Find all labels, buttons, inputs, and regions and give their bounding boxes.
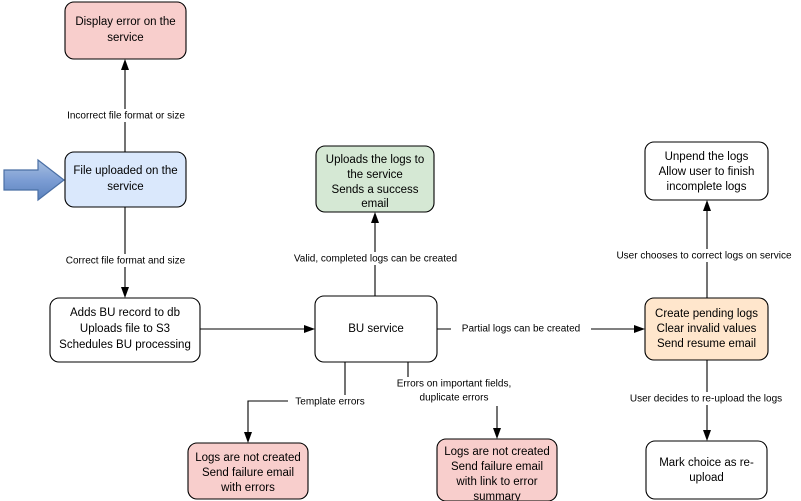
edge-adds-to-bu-service <box>200 325 315 333</box>
arrow-head-icon <box>121 287 129 298</box>
label-template-errors: Template errors <box>288 395 372 408</box>
label-errors-important: Errors on important fields, duplicate er… <box>391 377 517 405</box>
node-label-line: Send resume email <box>657 338 756 350</box>
node-unpend-logs[interactable]: Unpend the logs Allow user to finish inc… <box>644 141 769 201</box>
label-bg <box>391 377 517 405</box>
node-logs-not-created-template[interactable]: Logs are not created Send failure email … <box>187 442 309 500</box>
label-partial-logs: Partial logs can be created <box>451 322 591 335</box>
arrow-head-icon <box>304 325 315 333</box>
node-shape <box>315 145 435 213</box>
node-label-line: Clear invalid values <box>657 323 757 335</box>
node-shape <box>49 297 201 363</box>
label-text: duplicate errors <box>420 393 489 404</box>
label-bg <box>607 249 801 262</box>
label-text: Valid, completed logs can be created <box>294 254 457 265</box>
node-create-pending-logs[interactable]: Create pending logs Clear invalid values… <box>644 297 769 361</box>
arrow-head-icon <box>121 59 129 70</box>
label-text: User chooses to correct logs on service <box>616 251 792 262</box>
label-incorrect-format: Incorrect file format or size <box>56 109 196 122</box>
node-shape <box>644 141 769 201</box>
label-correct-format: Correct file format and size <box>57 254 194 267</box>
node-label-line: Logs are not created <box>444 446 550 458</box>
node-shape <box>187 442 309 500</box>
node-label-line: Logs are not created <box>195 452 301 464</box>
blue-arrow-shape <box>3 158 65 202</box>
node-shape <box>644 297 769 361</box>
node-shape <box>64 1 187 60</box>
node-logs-not-created-errors[interactable]: Logs are not created Send failure email … <box>436 438 558 501</box>
node-label-line: Send failure email <box>451 461 543 473</box>
node-file-uploaded[interactable]: File uploaded on the service <box>64 151 187 208</box>
label-text: Incorrect file format or size <box>67 111 185 122</box>
input-block-arrow-icon <box>3 158 65 202</box>
node-label-line: BU service <box>348 323 404 335</box>
arrow-head-icon <box>244 432 252 443</box>
node-label-line: Allow user to finish <box>659 166 755 178</box>
label-text: Errors on important fields, <box>397 379 512 390</box>
node-label-line: service <box>107 32 143 44</box>
node-mark-choice-reupload[interactable]: Mark choice as re- upload <box>645 440 768 500</box>
node-shape <box>314 295 438 363</box>
node-label-line: Create pending logs <box>655 308 758 320</box>
node-bu-service[interactable]: BU service <box>314 295 438 363</box>
label-bg <box>56 109 196 122</box>
node-label-line: Uploads the logs to <box>326 154 424 166</box>
node-label-line: email <box>361 198 388 210</box>
node-label-line: the service <box>347 169 403 181</box>
label-user-corrects: User chooses to correct logs on service <box>607 249 801 262</box>
arrow-head-icon <box>493 428 501 439</box>
node-shape <box>436 438 558 501</box>
arrow-head-icon <box>703 200 711 211</box>
label-bg <box>283 252 468 265</box>
label-text: Template errors <box>295 397 364 408</box>
arrow-head-icon <box>371 212 379 223</box>
label-text: User decides to re-upload the logs <box>630 394 782 405</box>
label-user-reupload: User decides to re-upload the logs <box>612 392 800 405</box>
node-label-line: summary <box>473 491 521 501</box>
label-valid-completed: Valid, completed logs can be created <box>283 252 468 265</box>
node-shape <box>645 440 768 500</box>
node-label-line: with errors <box>220 482 275 494</box>
node-label-line: incomplete logs <box>667 181 747 193</box>
label-bg <box>451 322 591 335</box>
label-text: Correct file format and size <box>66 256 186 267</box>
node-label-line: service <box>107 181 143 193</box>
edge-incorrect-format <box>121 59 129 152</box>
edge-correct-format <box>121 207 129 298</box>
node-label-line: Unpend the logs <box>665 151 749 163</box>
node-label-line: Mark choice as re- <box>659 457 754 469</box>
node-label-line: with link to error <box>455 476 537 488</box>
node-adds-bu-record[interactable]: Adds BU record to db Uploads file to S3 … <box>49 297 201 363</box>
node-label-line: Send failure email <box>202 467 294 479</box>
node-label-line: Sends a success <box>332 184 419 196</box>
label-bg <box>57 254 194 267</box>
arrow-head-icon <box>634 325 645 333</box>
node-display-error[interactable]: Display error on the service <box>64 1 187 60</box>
arrow-head-icon <box>703 430 711 441</box>
node-label-line: upload <box>689 472 724 484</box>
node-label-line: Adds BU record to db <box>70 307 180 319</box>
node-uploads-logs[interactable]: Uploads the logs to the service Sends a … <box>315 145 435 213</box>
node-label-line: File uploaded on the <box>73 165 177 177</box>
node-shape <box>64 151 187 208</box>
label-text: Partial logs can be created <box>462 324 580 335</box>
node-label-line: Display error on the <box>75 16 175 28</box>
node-label-line: Uploads file to S3 <box>80 323 170 335</box>
node-label-line: Schedules BU processing <box>59 339 191 351</box>
label-bg <box>288 395 372 408</box>
label-bg <box>612 392 800 405</box>
